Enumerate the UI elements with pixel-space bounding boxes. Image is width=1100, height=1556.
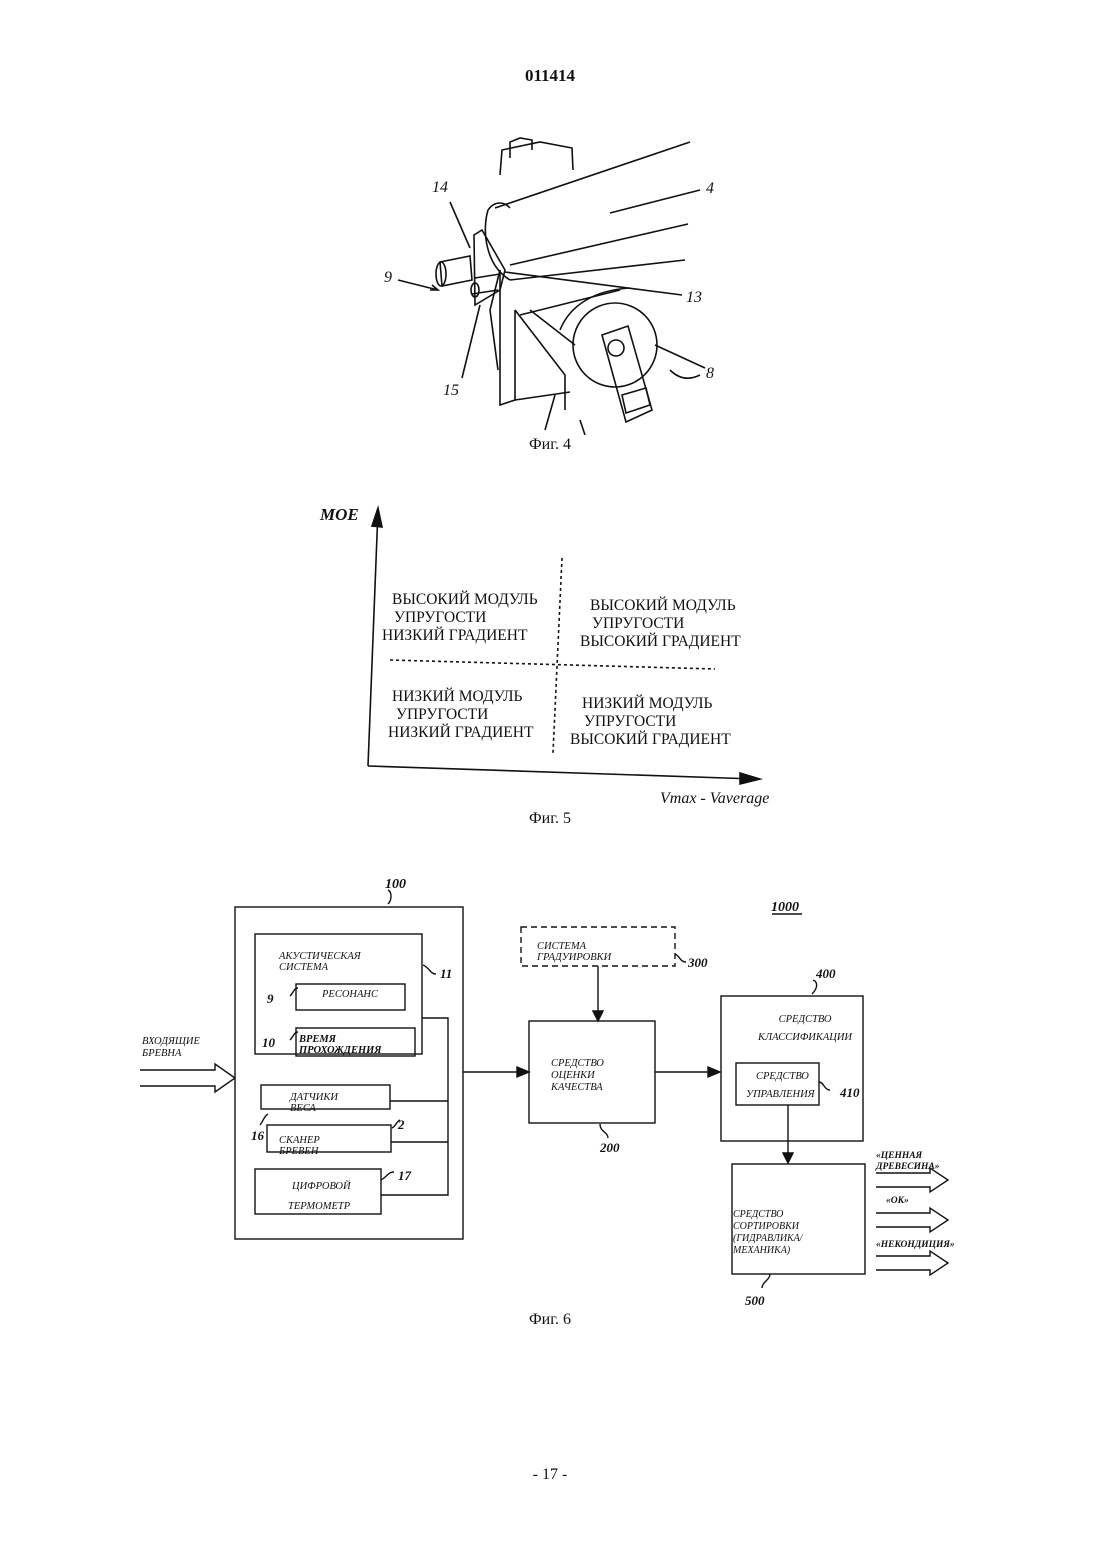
ref-500: 500 — [745, 1293, 765, 1309]
leader-14 — [450, 202, 470, 248]
figure5-caption: Фиг. 5 — [490, 810, 610, 828]
document-number: 011414 — [0, 66, 1100, 86]
acoustic-label: АКУСТИЧЕСКАЯ СИСТЕМА — [279, 951, 361, 973]
label-15: 15 — [443, 382, 459, 399]
ref-17: 17 — [398, 1168, 411, 1184]
ref-1000: 1000 — [771, 900, 799, 916]
leader-15 — [462, 305, 480, 378]
ref-16: 16 — [251, 1128, 264, 1144]
output-reject-label: «НЕКОНДИЦИЯ» — [876, 1240, 955, 1250]
classification-label: СРЕДСТВО КЛАССИФИКАЦИИ — [750, 1011, 860, 1047]
ref-400: 400 — [816, 966, 836, 982]
ref-2: 2 — [398, 1117, 405, 1133]
quality-label: СРЕДСТВО ОЦЕНКИ КАЧЕСТВА — [551, 1058, 604, 1094]
ref-100: 100 — [385, 877, 406, 893]
output-valuable-label: «ЦЕННАЯ ДРЕВЕСИНА» — [876, 1151, 940, 1173]
weight-sensors-label: ДАТЧИКИ ВЕСА — [290, 1092, 338, 1114]
thermometer-label: ЦИФРОВОЙ ТЕРМОМЕТР — [288, 1177, 351, 1217]
label-14: 14 — [432, 179, 448, 196]
ref-9: 9 — [267, 991, 274, 1007]
log-scanner-label: СКАНЕР БРЕВЕН — [279, 1135, 320, 1157]
ref-200: 200 — [600, 1140, 620, 1156]
x-axis-label: Vmax - Vaverage — [660, 790, 769, 807]
calibration-label: СИСТЕМА ГРАДУИРОВКИ — [537, 941, 611, 963]
horizontal-divider — [390, 660, 715, 669]
label-13: 13 — [686, 289, 702, 306]
cylinder-front — [485, 210, 510, 280]
ref-11: 11 — [440, 966, 452, 982]
ref-410: 410 — [840, 1085, 860, 1101]
output-ok-label: «ОК» — [886, 1196, 909, 1206]
ref-300: 300 — [688, 955, 708, 971]
label-8: 8 — [706, 365, 714, 382]
page-number: - 17 - — [0, 1466, 1100, 1484]
leader-4 — [610, 190, 700, 213]
figure4-caption: Фиг. 4 — [490, 436, 610, 454]
figure5-axes: MOE Vmax - Vaverage — [300, 500, 800, 810]
y-axis — [368, 510, 378, 766]
vertical-divider — [553, 558, 562, 753]
quadrant-top-right: ВЫСОКИЙ МОДУЛЬ УПРУГОСТИ ВЫСОКИЙ ГРАДИЕН… — [590, 597, 741, 651]
figure6-caption: Фиг. 6 — [490, 1311, 610, 1329]
quadrant-top-left: ВЫСОКИЙ МОДУЛЬ УПРУГОСТИ НИЗКИЙ ГРАДИЕНТ — [392, 591, 538, 645]
resonance-label: РЕСОНАНС — [322, 989, 378, 1000]
roller — [573, 303, 657, 387]
label-9: 9 — [384, 269, 392, 286]
quadrant-bottom-right: НИЗКИЙ МОДУЛЬ УПРУГОСТИ ВЫСОКИЙ ГРАДИЕНТ — [582, 695, 731, 749]
input-label: ВХОДЯЩИЕ БРЕВНА — [142, 1036, 200, 1060]
motor-housing — [500, 142, 573, 175]
sorting-label: СРЕДСТВО СОРТИРОВКИ (ГИДРАВЛИКА/МЕХАНИКА… — [733, 1209, 803, 1257]
label-4: 4 — [706, 180, 714, 197]
leader-8 — [655, 345, 705, 368]
ref-10: 10 — [262, 1035, 275, 1051]
time-of-flight-label: ВРЕМЯ ПРОХОЖДЕНИЯ — [299, 1034, 382, 1056]
control-label: СРЕДСТВО УПРАВЛЕНИЯ — [746, 1068, 815, 1104]
leader-13 — [505, 272, 682, 295]
figure4-drawing: 14 4 9 13 15 8 — [370, 130, 740, 435]
x-axis — [368, 766, 755, 779]
quadrant-bottom-left: НИЗКИЙ МОДУЛЬ УПРУГОСТИ НИЗКИЙ ГРАДИЕНТ — [392, 688, 533, 742]
y-axis-label: MOE — [319, 505, 359, 524]
